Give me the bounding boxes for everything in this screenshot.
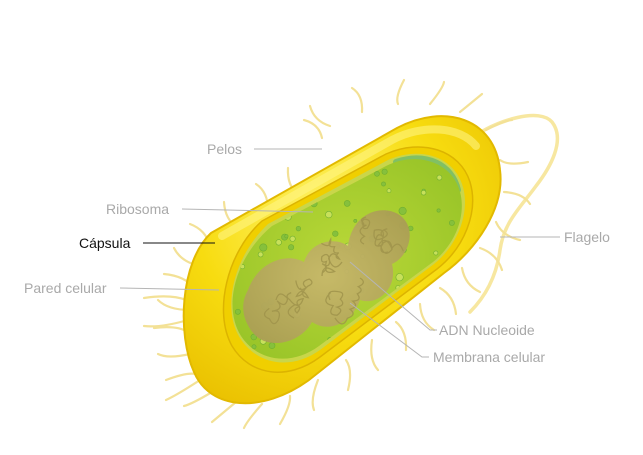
- label-adn-nucleoide: ADN Nucleoide: [439, 322, 535, 338]
- ribosome: [301, 159, 308, 166]
- ribosome: [343, 200, 351, 207]
- ribosome: [457, 289, 462, 294]
- ribosome: [268, 342, 276, 349]
- ribosome: [402, 314, 409, 321]
- ribosome: [374, 171, 380, 177]
- pilus: [498, 158, 530, 165]
- label-ribosoma: Ribosoma: [106, 201, 170, 217]
- dna-coil: [295, 278, 313, 299]
- leader-lines: [119, 148, 560, 358]
- dna-coil: [334, 277, 364, 325]
- label-membrana-celular: Membrana celular: [433, 349, 546, 365]
- nucleoid: [243, 210, 410, 344]
- pilus: [484, 118, 514, 132]
- leader-pared-celular: [119, 287, 220, 291]
- ribosome: [259, 243, 268, 252]
- label-pared-celular: Pared celular: [24, 280, 107, 296]
- ribosome: [433, 250, 439, 256]
- label-flagelo: Flagelo: [564, 229, 610, 245]
- dna-coil: [359, 216, 371, 245]
- pilus: [242, 402, 264, 430]
- pilus: [418, 302, 436, 332]
- dna-coil: [374, 228, 393, 254]
- flagellum: [466, 113, 559, 314]
- pilus: [478, 246, 504, 272]
- ribosome: [436, 208, 441, 213]
- ribosome: [251, 344, 257, 350]
- leader-ribosoma: [181, 208, 314, 213]
- ribosome: [332, 230, 339, 237]
- label-capsula: Cápsula: [79, 235, 131, 251]
- nucleoid-dna-coils: [263, 216, 405, 325]
- pilus: [344, 358, 352, 392]
- ribosome: [253, 197, 258, 202]
- ribosome: [382, 332, 388, 338]
- pilus: [438, 286, 458, 316]
- dna-coil: [321, 236, 343, 268]
- ribosome: [264, 187, 269, 192]
- ribosome: [288, 244, 295, 251]
- pili: [142, 78, 532, 430]
- pilus: [182, 390, 214, 408]
- ribosome: [252, 167, 257, 173]
- ribosome: [381, 181, 386, 187]
- pilus: [350, 86, 364, 114]
- dna-coil: [325, 290, 344, 316]
- pilus: [502, 190, 532, 206]
- pilus: [460, 266, 482, 294]
- pilus: [152, 326, 190, 334]
- ribosome: [456, 283, 462, 291]
- ribosome: [325, 211, 333, 219]
- ribosome: [381, 168, 388, 175]
- ribosome: [395, 273, 404, 282]
- pilus: [164, 372, 198, 382]
- pilus: [302, 118, 324, 140]
- ribosome: [386, 188, 392, 193]
- ribosome: [448, 219, 455, 226]
- label-pelos: Pelos: [207, 141, 243, 157]
- pilus: [311, 378, 320, 412]
- leader-membrana-celular: [349, 302, 429, 358]
- pilus: [156, 352, 192, 358]
- pilus: [308, 104, 332, 128]
- dna-coil: [286, 291, 305, 319]
- pilus: [210, 400, 238, 424]
- ribosome: [421, 327, 426, 332]
- ribosome: [257, 251, 264, 258]
- pilus: [494, 220, 522, 242]
- ribosome: [420, 190, 427, 196]
- pilus: [164, 378, 202, 402]
- capsule-highlight: [218, 125, 480, 240]
- leader-adn-nucleoide: [349, 261, 437, 331]
- pilus: [428, 80, 446, 106]
- pilus: [458, 92, 484, 114]
- ribosome: [436, 174, 443, 181]
- pilus: [396, 78, 406, 106]
- pilus: [278, 394, 292, 426]
- pilus: [142, 295, 188, 302]
- ribosome: [353, 218, 358, 223]
- ribosome: [275, 239, 282, 246]
- ribosome: [295, 226, 302, 232]
- ribosome: [410, 341, 418, 348]
- ribosome: [289, 235, 296, 242]
- pilus: [142, 318, 190, 328]
- ribosome: [398, 206, 407, 215]
- pilus: [394, 320, 408, 352]
- ribosome: [250, 333, 258, 341]
- ribosome: [284, 234, 289, 239]
- dna-coil: [320, 253, 337, 277]
- ribosome: [251, 159, 258, 164]
- pilus: [370, 338, 380, 372]
- ribosome: [252, 186, 259, 193]
- ribosome: [308, 159, 313, 164]
- ribosome: [234, 308, 241, 315]
